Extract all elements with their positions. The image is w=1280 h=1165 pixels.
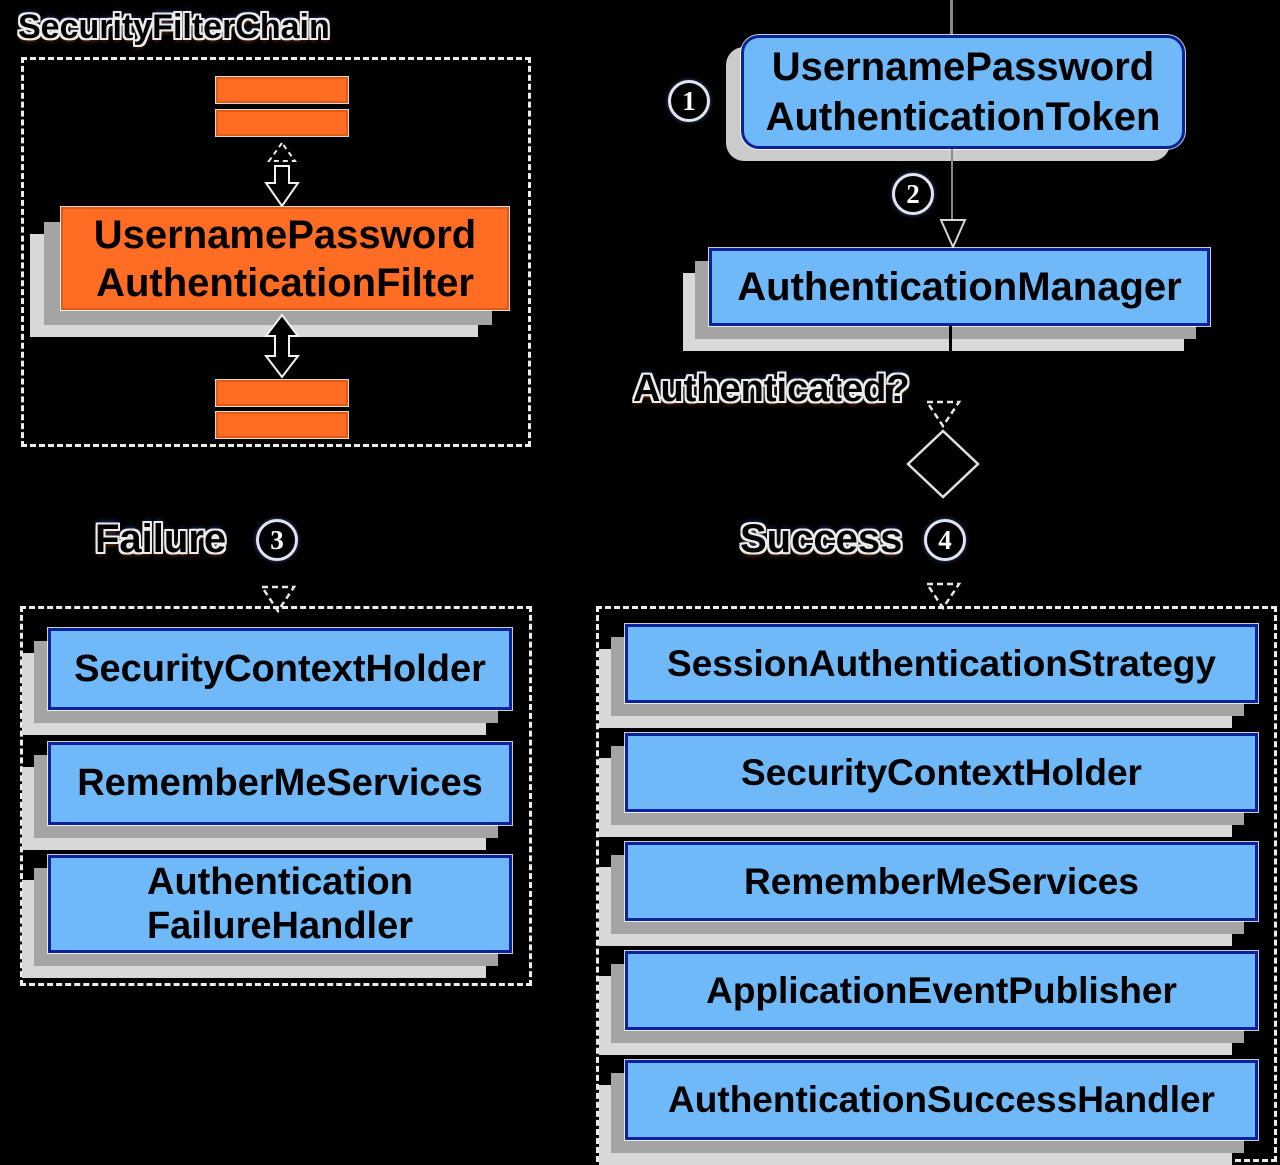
- success-handlers-container: [596, 606, 1277, 1162]
- dashed-arrowhead-icon: [260, 585, 296, 613]
- step-1-badge: 1: [668, 80, 710, 122]
- decision-diamond-icon: [906, 429, 980, 499]
- username-password-authentication-token-box: UsernamePassword AuthenticationToken: [741, 35, 1185, 149]
- application-event-publisher-box: ApplicationEventPublisher: [625, 951, 1258, 1030]
- authentication-failure-handler-box: Authentication FailureHandler: [48, 855, 512, 953]
- dashed-arrowhead-icon: [925, 582, 961, 610]
- security-filter-chain-title: SecurityFilterChain: [18, 8, 330, 46]
- up-down-arrow-icon: [264, 141, 300, 208]
- authenticated-question-label: Authenticated?: [633, 368, 910, 410]
- security-context-holder-box: SecurityContextHolder: [48, 628, 512, 710]
- security-filter-chain-container: [21, 57, 531, 447]
- filter-chain-bar-bottom-2: [216, 412, 348, 438]
- failure-label: Failure: [95, 517, 227, 561]
- dashed-arrowhead-icon: [925, 400, 961, 428]
- username-password-authentication-filter-box: UsernamePassword AuthenticationFilter: [61, 207, 509, 310]
- filter-chain-bar-top-2: [216, 110, 348, 136]
- connector-token-to-manager: [951, 149, 953, 219]
- filter-chain-bar-top-1: [216, 77, 348, 103]
- session-authentication-strategy-box: SessionAuthenticationStrategy: [625, 624, 1258, 703]
- success-label: Success: [740, 517, 903, 561]
- remember-me-services-box: RememberMeServices: [625, 842, 1258, 921]
- step-4-badge: 4: [924, 519, 966, 561]
- authentication-success-handler-box: AuthenticationSuccessHandler: [625, 1060, 1258, 1140]
- step-3-badge: 3: [256, 519, 298, 561]
- double-arrow-icon: [263, 313, 301, 379]
- step-2-badge: 2: [892, 173, 934, 215]
- connector-top-line: [950, 0, 953, 36]
- filter-chain-bar-bottom-1: [216, 380, 348, 406]
- open-arrowhead-icon: [939, 219, 967, 248]
- authentication-manager-box: AuthenticationManager: [709, 248, 1210, 326]
- connector-manager-to-diamond: [949, 326, 952, 374]
- security-context-holder-box: SecurityContextHolder: [625, 733, 1258, 812]
- remember-me-services-box: RememberMeServices: [48, 742, 512, 825]
- failure-handlers-container: [20, 606, 532, 986]
